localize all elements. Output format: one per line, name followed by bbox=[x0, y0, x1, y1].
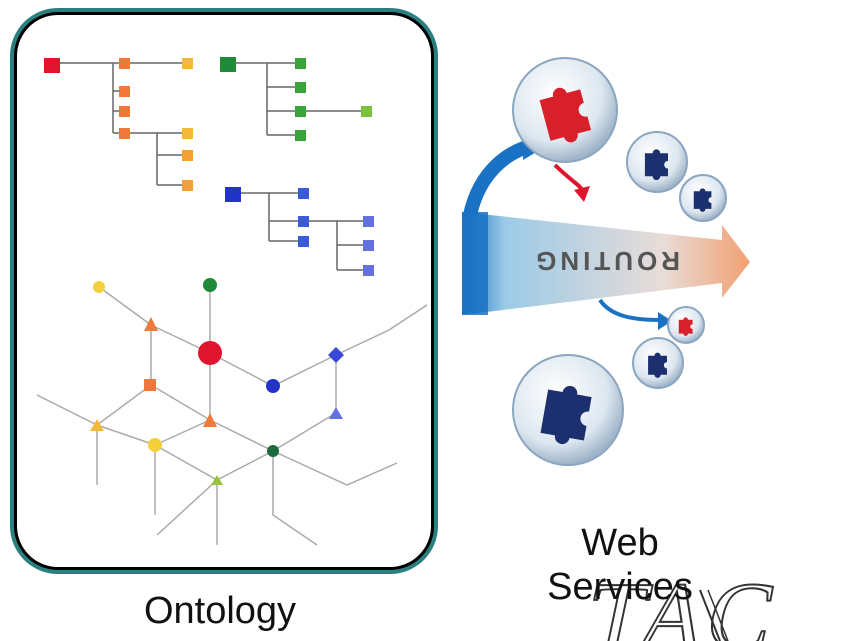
tree-root-green bbox=[220, 57, 236, 72]
ontology-panel bbox=[10, 8, 438, 574]
puzzle-navy-icon bbox=[540, 385, 592, 445]
network-edges bbox=[36, 285, 428, 546]
puzzle-navy-icon bbox=[648, 352, 667, 378]
tree-root-blue bbox=[225, 187, 241, 202]
tree-orange bbox=[53, 62, 187, 186]
web-services-label-line2: Services bbox=[547, 565, 693, 608]
tree-blue bbox=[231, 192, 367, 271]
routing-arrow: ROUTING bbox=[462, 212, 750, 315]
puzzle-navy-icon bbox=[693, 188, 712, 212]
tree-root-red bbox=[44, 58, 60, 73]
ontology-graphic bbox=[36, 57, 428, 546]
web-services-label-line1: Web bbox=[581, 522, 659, 564]
puzzle-red-icon bbox=[539, 87, 592, 143]
web-services-label: Web Services bbox=[505, 522, 735, 609]
tree-green bbox=[227, 62, 367, 136]
curve-arrow-up bbox=[463, 138, 537, 217]
puzzle-red-icon bbox=[678, 317, 693, 336]
puzzle-navy-icon bbox=[644, 149, 668, 181]
ontology-illustration bbox=[17, 15, 431, 567]
bubble-red-puzzle bbox=[512, 57, 618, 163]
arrow-text: ROUTING bbox=[532, 246, 680, 276]
ontology-label: Ontology bbox=[143, 590, 297, 632]
bubble-navy-puzzle bbox=[512, 354, 624, 466]
network-hub-node bbox=[198, 341, 222, 365]
